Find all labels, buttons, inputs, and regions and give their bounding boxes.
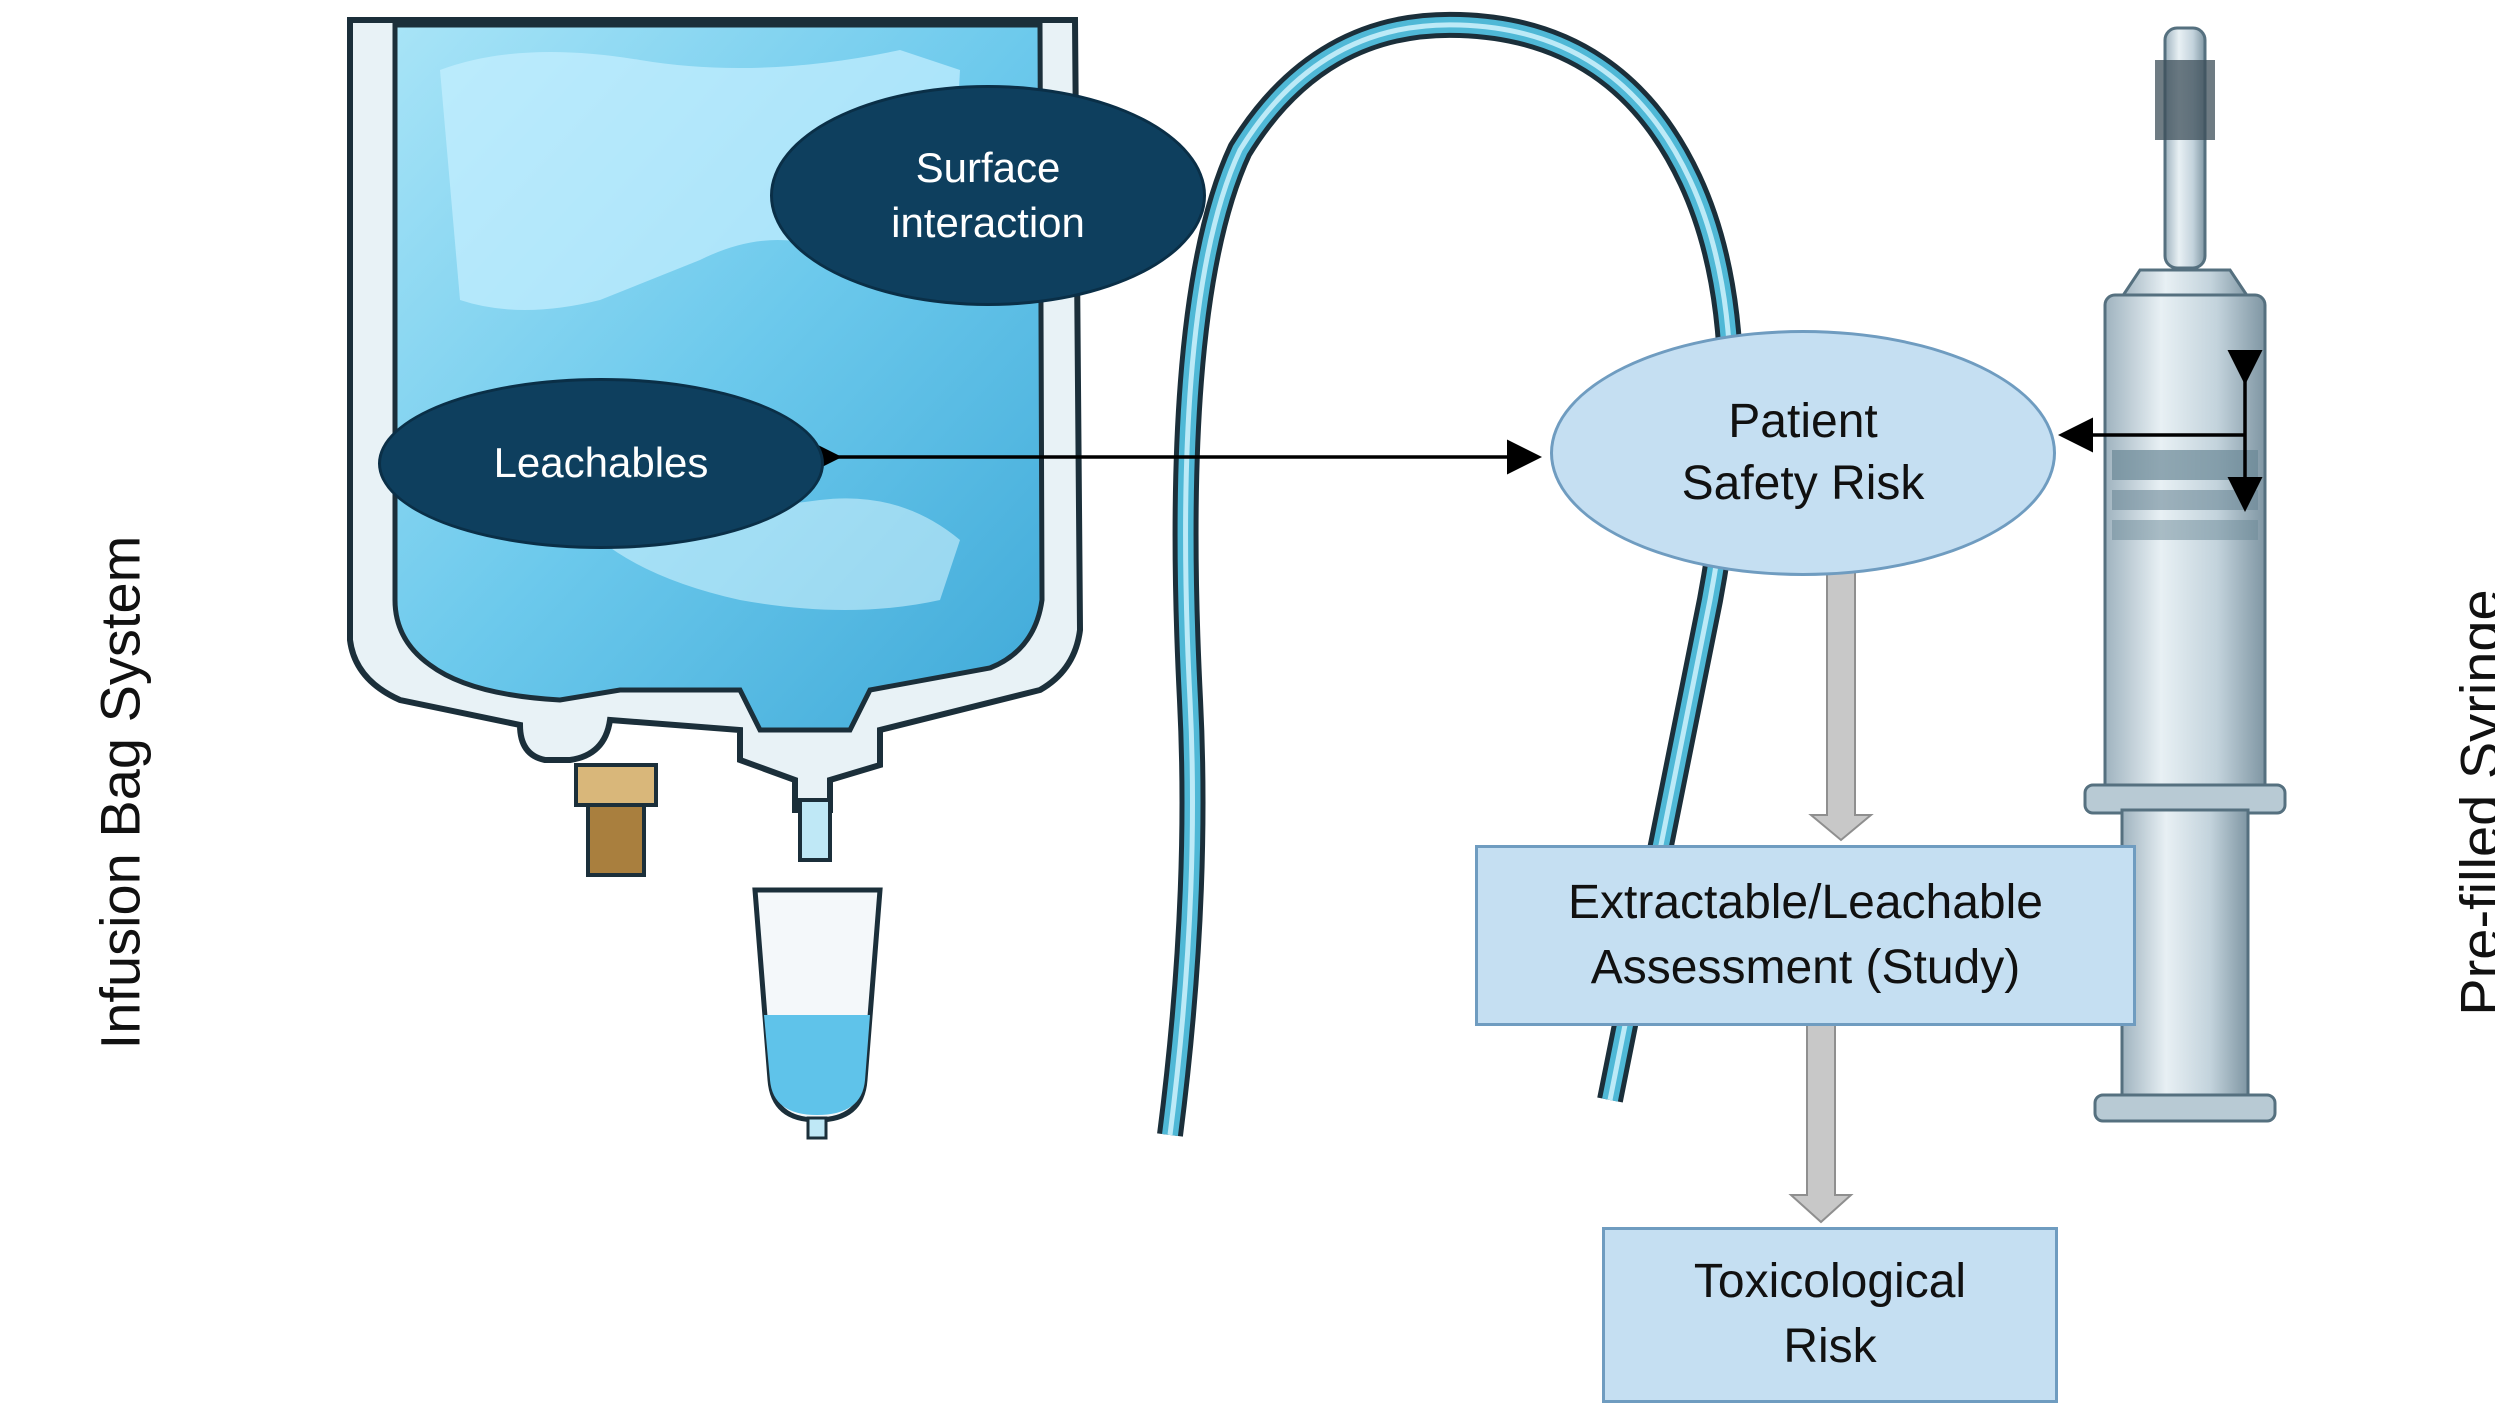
flow-arrow-assessment-to-toxicology — [1788, 1022, 1854, 1224]
leachables-node: Leachables — [378, 378, 824, 549]
patient-safety-risk-line-2: Safety Risk — [1681, 457, 1925, 510]
toxicological-risk-line-1: Toxicological — [1693, 1255, 1967, 1309]
toxicological-risk-box: Toxicological Risk — [1602, 1227, 2058, 1403]
extractable-leachable-line-1: Extractable/Leachable — [1568, 875, 2043, 929]
pre-filled-syringe-label: Pre-filled Syringe — [2448, 589, 2495, 1016]
tubing-icon — [1157, 11, 1744, 1137]
patient-safety-risk-line-1: Patient — [1728, 394, 1878, 448]
syringe-icon — [2083, 26, 2287, 1123]
surface-interaction-line-2: interaction — [891, 198, 1085, 246]
surface-interaction-line-1: Surface — [915, 143, 1061, 191]
infusion-bag-system-label: Infusion Bag System — [88, 535, 152, 1050]
surface-interaction-node: Surface interaction — [770, 85, 1206, 306]
toxicological-risk-line-2: Risk — [1783, 1320, 1877, 1373]
leachables-label: Leachables — [493, 439, 709, 487]
patient-safety-risk-node: Patient Safety Risk — [1550, 330, 2056, 576]
connectors — [807, 350, 2263, 1224]
flow-arrow-patient-to-assessment — [1808, 571, 1874, 842]
extractable-leachable-line-2: Assessment (Study) — [1590, 940, 2021, 994]
extractable-leachable-assessment-box: Extractable/Leachable Assessment (Study) — [1475, 845, 2136, 1026]
